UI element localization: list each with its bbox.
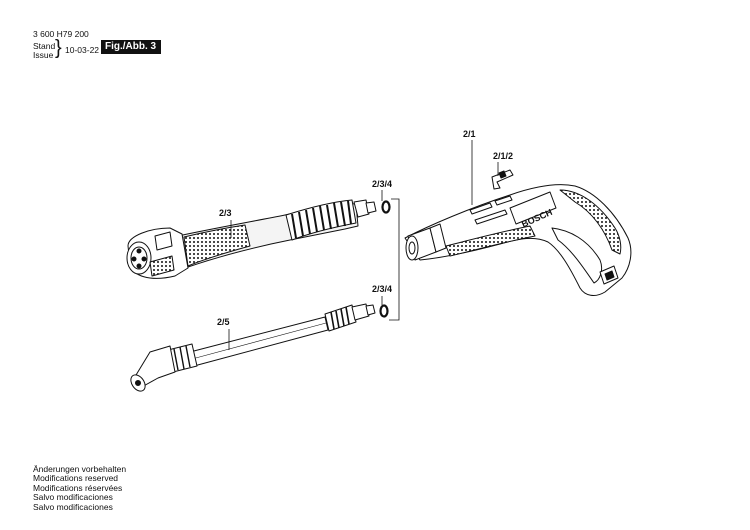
note-es: Salvo modificaciones <box>33 492 113 503</box>
brace-glyph: } <box>55 37 62 59</box>
callout-gun: 2/1 <box>463 129 476 139</box>
lance-assembly <box>126 199 377 279</box>
callout-oring-upper: 2/3/4 <box>372 179 392 189</box>
wand-assembly <box>130 303 376 392</box>
modification-notes: Änderungen vorbehalten Modifications res… <box>33 464 127 512</box>
callout-lance: 2/3 <box>219 208 232 218</box>
callout-clip: 2/1/2 <box>493 151 513 161</box>
note-fr: Modifications réservées <box>33 482 123 493</box>
retaining-clip <box>491 169 514 190</box>
o-ring-lower <box>379 304 389 318</box>
assembly-bracket <box>389 198 400 321</box>
issue-date: 10-03-22 <box>65 45 100 55</box>
note-de: Änderungen vorbehalten <box>33 464 127 474</box>
note-es-2: Salvo modificaciones <box>33 501 113 512</box>
figure-label: Fig./Abb. 3 <box>101 40 162 54</box>
leader-lines <box>228 140 499 350</box>
o-ring-upper <box>381 200 391 214</box>
spray-gun <box>404 184 632 296</box>
callout-oring-lower: 2/3/4 <box>372 284 392 294</box>
callout-wand: 2/5 <box>217 317 230 327</box>
note-en: Modifications reserved <box>33 473 119 484</box>
stand-label: Stand <box>33 41 56 51</box>
issue-label: Issue <box>33 50 54 60</box>
part-number: 3 600 H79 200 <box>33 29 89 39</box>
